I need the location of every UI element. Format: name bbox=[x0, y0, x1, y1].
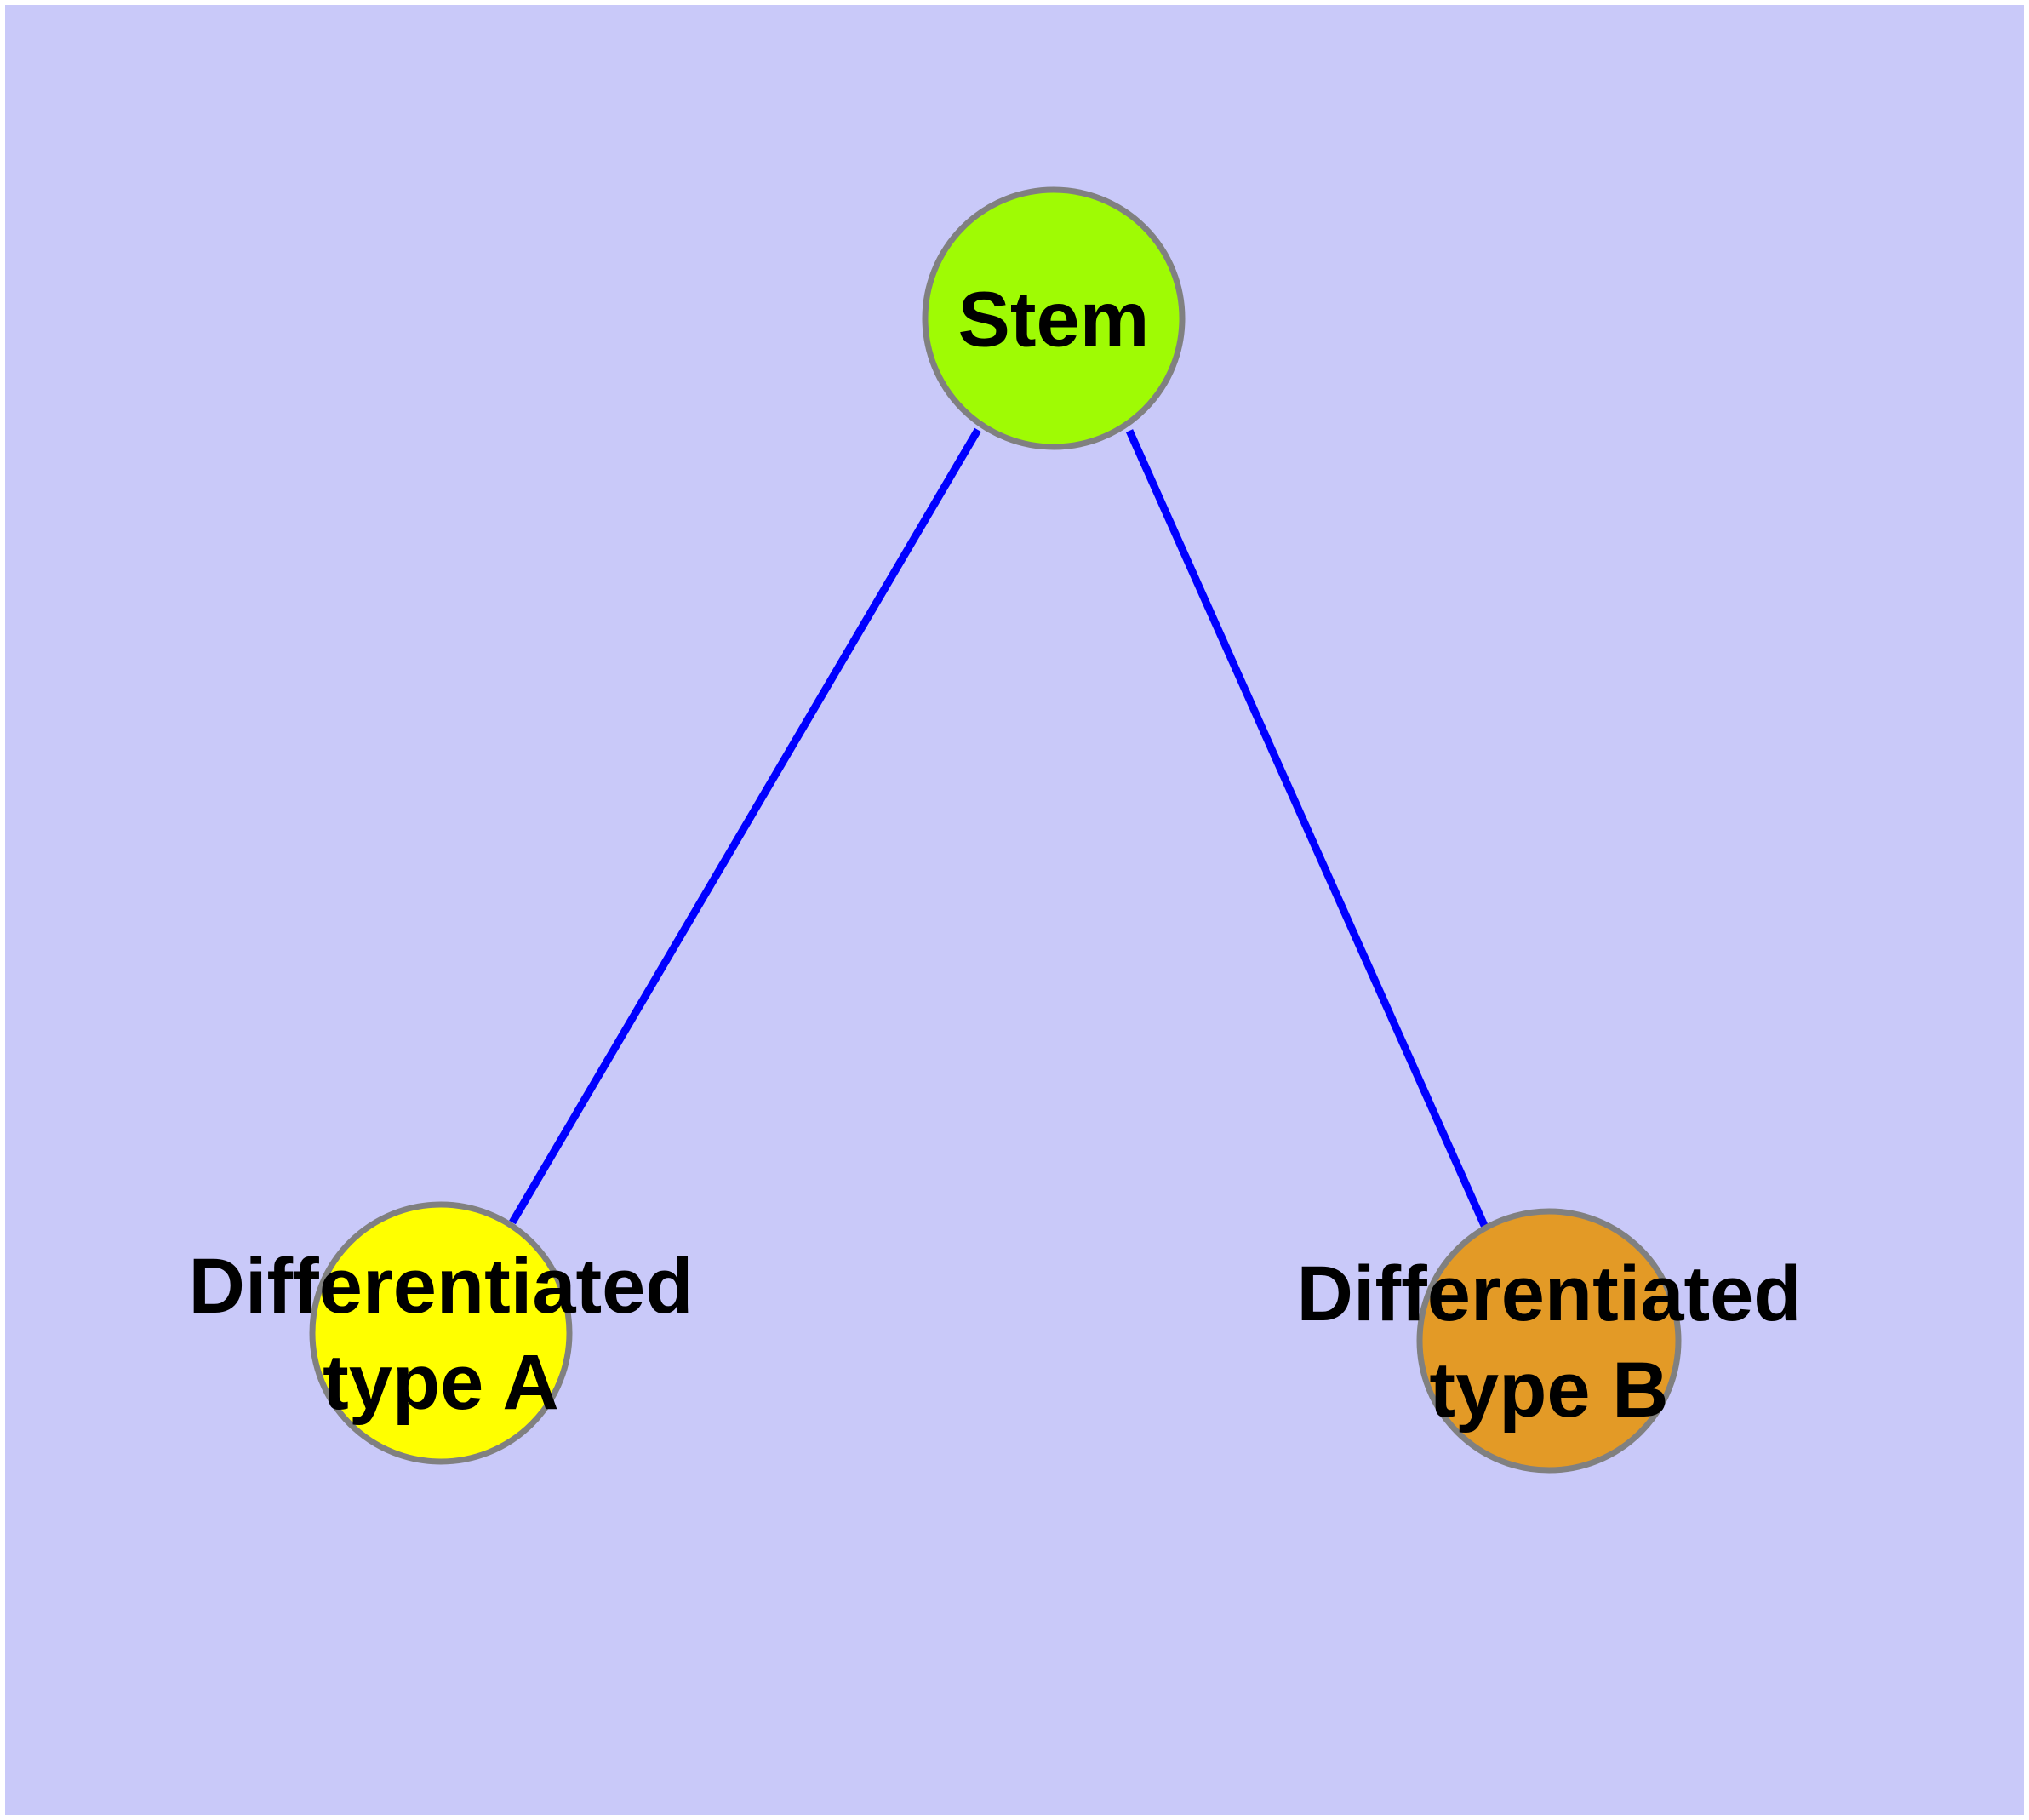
stem-node-label: Stem bbox=[958, 277, 1150, 363]
node-stem[interactable]: Stem bbox=[922, 186, 1186, 450]
differentiated-type-a-node-circle[interactable] bbox=[309, 1201, 573, 1465]
edge-stem-to-differentiated-type-a[interactable] bbox=[509, 427, 981, 1225]
edge-layer bbox=[509, 427, 1490, 1231]
differentiated-type-b-node-circle[interactable] bbox=[1416, 1208, 1682, 1474]
stem-node-circle[interactable] bbox=[922, 186, 1186, 450]
edge-stem-to-differentiated-type-b[interactable] bbox=[1125, 429, 1490, 1231]
